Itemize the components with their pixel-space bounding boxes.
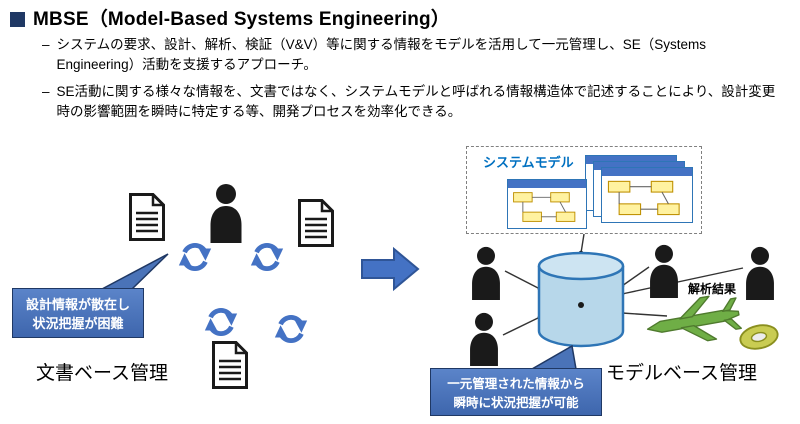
flow-right-arrow-icon [360, 244, 420, 294]
left-callout-line1: 設計情報が散在し [25, 297, 130, 312]
system-model-label: システムモデル [483, 155, 574, 170]
bullet-item: – システムの要求、設計、解析、検証（V&V）等に関する情報をモデルを活用して一… [42, 35, 788, 76]
thumbnail-diagram [602, 176, 692, 221]
left-callout-line2: 状況把握が困難 [32, 316, 124, 331]
document-icon [210, 340, 250, 390]
model-thumbnail [601, 167, 693, 223]
cycle-arrows-icon [176, 238, 214, 276]
cycle-arrows-icon [202, 303, 240, 341]
right-callout-pointer [530, 345, 592, 369]
thumbnail-titlebar [508, 180, 586, 188]
left-callout-pointer [98, 252, 170, 289]
document-icon [127, 192, 167, 242]
person-icon [742, 246, 778, 300]
document-icon [296, 198, 336, 248]
bullet-dash: – [42, 83, 50, 99]
title-bullet-square [10, 12, 25, 27]
tape-roll-icon [736, 320, 782, 354]
thumbnail-diagram [508, 188, 586, 227]
airplane-icon [642, 292, 746, 350]
database-cylinder-icon [534, 250, 628, 350]
model-based-label: モデルベース管理 [606, 363, 758, 384]
person-icon [646, 244, 682, 298]
document-based-label: 文書ベース管理 [36, 363, 169, 384]
cycle-arrows-icon [248, 238, 286, 276]
thumbnail-titlebar [594, 162, 684, 170]
page-title: MBSE（Model-Based Systems Engineering） [33, 9, 451, 30]
bullet-text: SE活動に関する様々な情報を、文書ではなく、システムモデルと呼ばれる情報構造体で… [56, 83, 776, 119]
cycle-arrows-icon [272, 310, 310, 348]
model-thumbnail [507, 179, 587, 229]
system-model-box: システムモデル [466, 146, 702, 234]
bullet-item: – SE活動に関する様々な情報を、文書ではなく、システムモデルと呼ばれる情報構造… [42, 82, 788, 123]
bullet-list: – システムの要求、設計、解析、検証（V&V）等に関する情報をモデルを活用して一… [42, 35, 788, 128]
bullet-dash: – [42, 37, 50, 52]
person-icon [206, 183, 246, 243]
person-icon [468, 246, 504, 300]
person-icon [466, 312, 502, 366]
right-callout-line2: 瞬時に状況把握が可能 [453, 396, 579, 410]
left-callout: 設計情報が散在し 状況把握が困難 [12, 288, 144, 338]
right-callout-line1: 一元管理された情報から [447, 377, 585, 391]
thumbnail-titlebar [586, 156, 676, 164]
thumbnail-titlebar [602, 168, 692, 176]
right-callout: 一元管理された情報から 瞬時に状況把握が可能 [430, 368, 602, 416]
bullet-text: システムの要求、設計、解析、検証（V&V）等に関する情報をモデルを活用して一元管… [56, 37, 706, 73]
